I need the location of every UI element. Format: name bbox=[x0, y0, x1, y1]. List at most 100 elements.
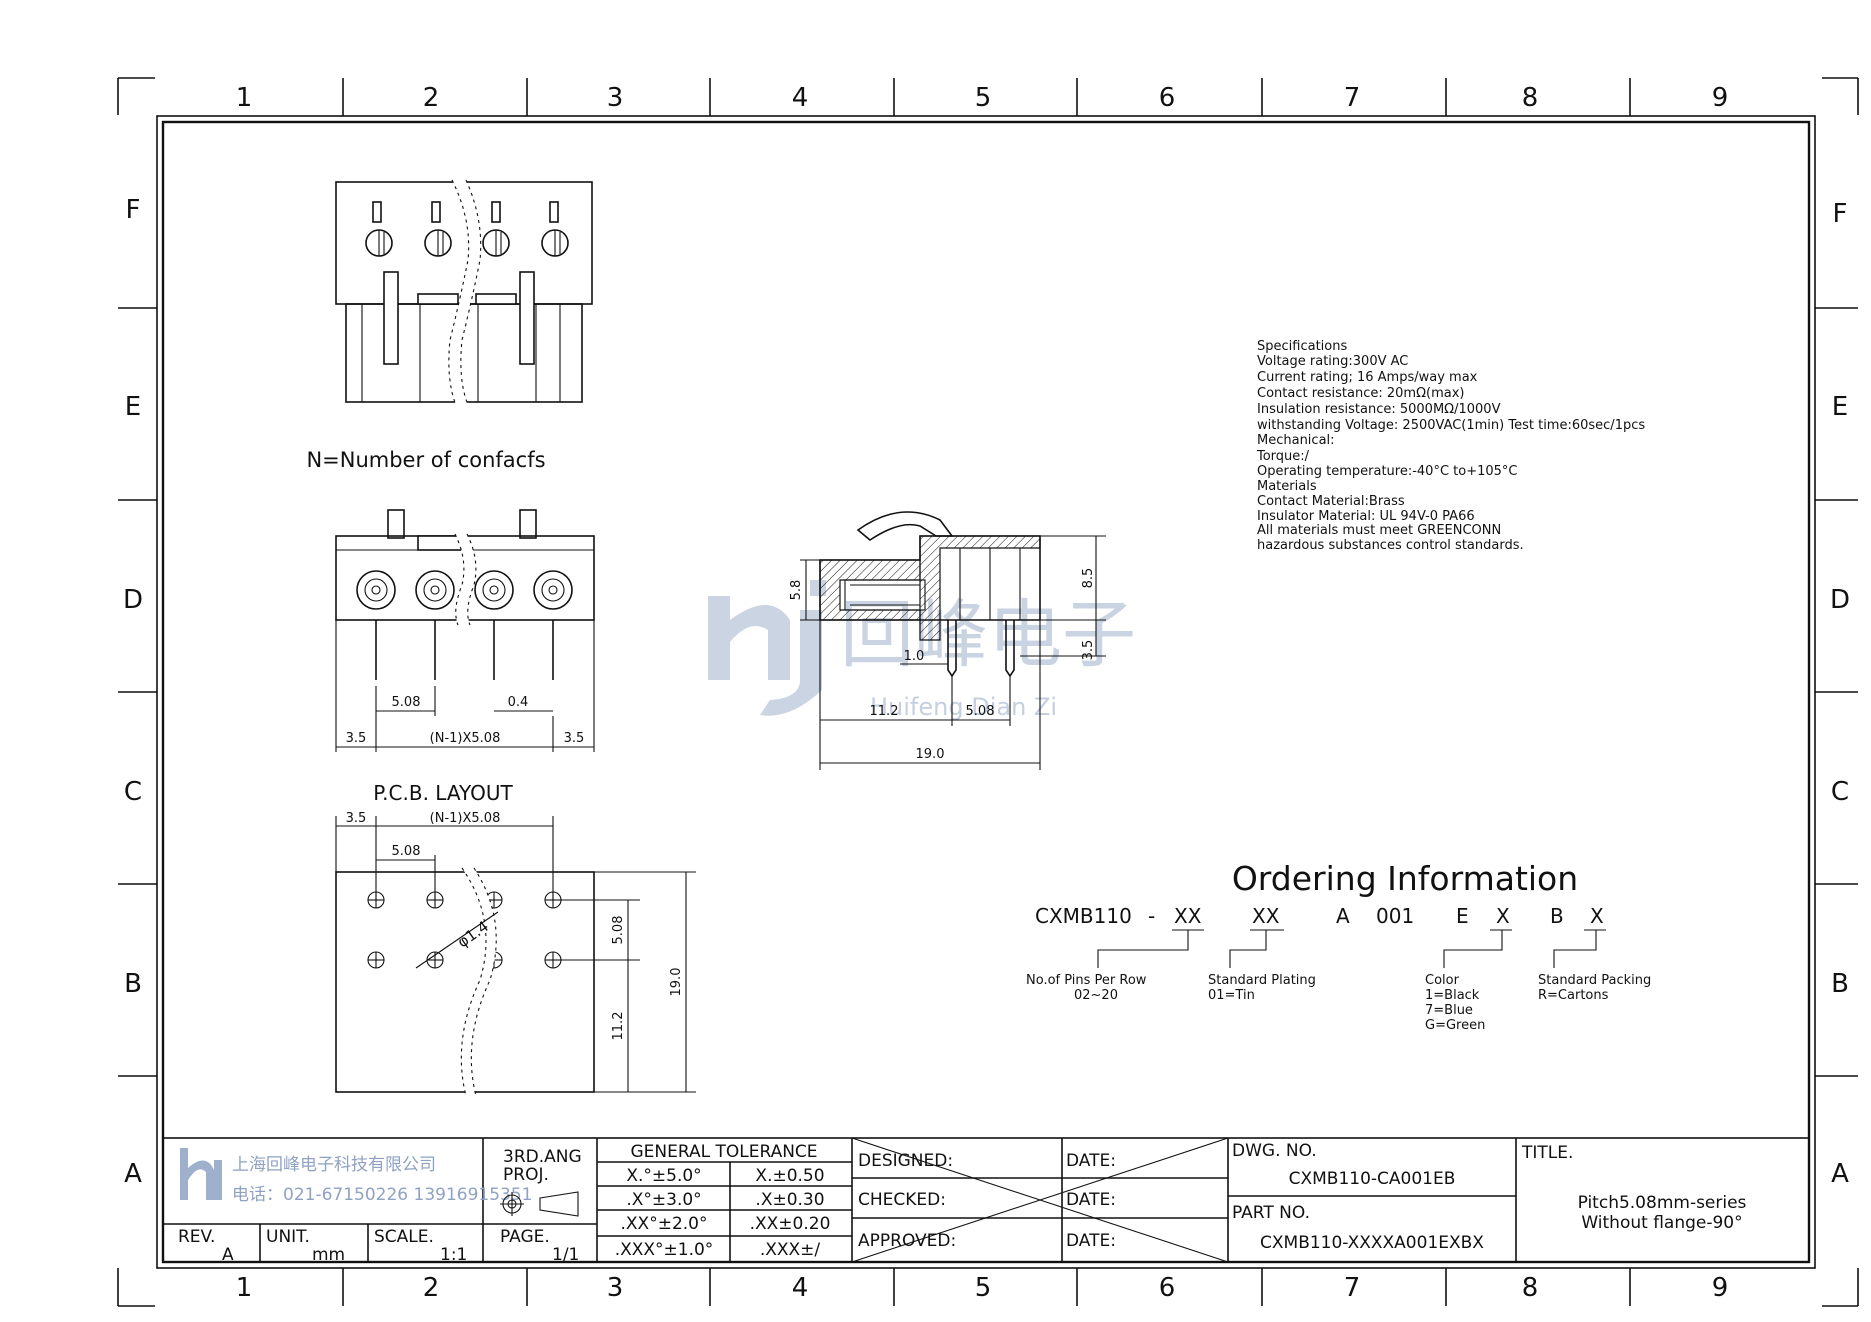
spec-line: hazardous substances control standards. bbox=[1257, 538, 1524, 553]
watermark-pinyin: Huifeng Dian Zi bbox=[870, 693, 1057, 721]
spec-line: Operating temperature:-40°C to+105°C bbox=[1257, 464, 1518, 479]
company-logo bbox=[180, 1148, 222, 1200]
rev-label: REV. bbox=[178, 1227, 215, 1247]
order-label-color-green: G=Green bbox=[1425, 1018, 1485, 1033]
col-label: 9 bbox=[1712, 83, 1729, 113]
dim-d2: 5.08 bbox=[966, 704, 995, 719]
row-label: D bbox=[123, 585, 143, 615]
terminal-hole bbox=[415, 570, 455, 610]
terminal-center bbox=[371, 585, 381, 595]
checked-date-label: DATE: bbox=[1066, 1190, 1116, 1210]
row-label: A bbox=[124, 1159, 142, 1189]
contacts-note: N=Number of confacfs bbox=[306, 448, 545, 472]
col-label: 3 bbox=[607, 1273, 624, 1303]
pcb-dim-edge: 3.5 bbox=[346, 811, 367, 826]
terminal-center bbox=[430, 585, 440, 595]
checked-label: CHECKED: bbox=[858, 1190, 946, 1210]
tolerance-linear-1: .X±0.30 bbox=[755, 1190, 824, 1210]
page-label: PAGE. bbox=[500, 1227, 550, 1247]
order-code-e: E bbox=[1456, 904, 1469, 928]
unit-label: UNIT. bbox=[266, 1227, 310, 1247]
col-label: 8 bbox=[1522, 83, 1539, 113]
dim-edge-left: 3.5 bbox=[346, 731, 367, 746]
tolerance-linear-3: .XXX±/ bbox=[760, 1240, 821, 1260]
spec-line: Insulation resistance: 5000MΩ/1000V bbox=[1257, 402, 1501, 417]
row-label: B bbox=[124, 969, 142, 999]
part-no-value: CXMB110-XXXXA001EXBX bbox=[1260, 1233, 1484, 1253]
tolerance-linear-2: .XX±0.20 bbox=[750, 1214, 831, 1234]
terminal-screw bbox=[541, 578, 565, 602]
title-block: 上海回峰电子科技有限公司 电话：021-67150226 13916915351… bbox=[162, 1137, 1810, 1265]
dwg-no-value: CXMB110-CA001EB bbox=[1289, 1169, 1456, 1189]
terminal-hole bbox=[533, 570, 573, 610]
row-label: D bbox=[1830, 585, 1850, 615]
pcb-dim-span: (N-1)X5.08 bbox=[430, 811, 501, 826]
title-label: TITLE. bbox=[1521, 1143, 1573, 1163]
title-line-1: Pitch5.08mm-series bbox=[1578, 1193, 1747, 1213]
order-label-color-black: 1=Black bbox=[1425, 988, 1480, 1003]
spec-line: Insulator Material: UL 94V-0 PA66 bbox=[1257, 509, 1475, 524]
dim-h1: 5.8 bbox=[789, 580, 804, 601]
side-view: 5.08 0.4 3.5 (N-1)X5.08 3.5 bbox=[335, 509, 595, 752]
terminal-screw bbox=[423, 578, 447, 602]
terminal-screw bbox=[364, 578, 388, 602]
row-label: C bbox=[124, 777, 142, 807]
spec-line: Contact Material:Brass bbox=[1257, 494, 1405, 509]
dim-pin: 1.0 bbox=[904, 649, 925, 664]
drawing-frame bbox=[117, 77, 1859, 1307]
rev-value: A bbox=[222, 1245, 234, 1265]
terminal-screw bbox=[482, 578, 506, 602]
order-label-packing: Standard Packing bbox=[1538, 973, 1651, 988]
specifications-block: Specifications Voltage rating:300V AC Cu… bbox=[1256, 339, 1645, 553]
pcb-layout: P.C.B. LAYOUT 3.5 (N-1)X5.08 5.08 φ1.4 5… bbox=[335, 781, 696, 1097]
spec-line: Materials bbox=[1257, 479, 1317, 494]
order-label-packing-cartons: R=Cartons bbox=[1538, 988, 1609, 1003]
row-label: E bbox=[1832, 392, 1848, 422]
col-label: 2 bbox=[423, 1273, 440, 1303]
col-label: 9 bbox=[1712, 1273, 1729, 1303]
projection-label-2: PROJ. bbox=[503, 1165, 549, 1185]
terminal-hole bbox=[356, 570, 396, 610]
tolerance-angle-0: X.°±5.0° bbox=[626, 1166, 701, 1186]
profile-view: 5.8 8.5 3.5 1.0 11.2 5.08 19.0 bbox=[789, 511, 1106, 770]
col-label: 5 bbox=[975, 83, 992, 113]
dwg-no-label: DWG. NO. bbox=[1232, 1141, 1317, 1161]
pcb-dim-pitch: 5.08 bbox=[392, 844, 421, 859]
pcb-total: 19.0 bbox=[669, 968, 684, 997]
tolerance-title: GENERAL TOLERANCE bbox=[630, 1142, 817, 1162]
order-code-001: 001 bbox=[1376, 904, 1414, 928]
designed-date-label: DATE: bbox=[1066, 1151, 1116, 1171]
dim-h2: 8.5 bbox=[1081, 568, 1096, 589]
tolerance-linear-0: X.±0.50 bbox=[755, 1166, 824, 1186]
spec-line: Current rating; 16 Amps/way max bbox=[1257, 370, 1478, 385]
order-label-color-blue: 7=Blue bbox=[1425, 1003, 1473, 1018]
col-label: 6 bbox=[1159, 83, 1176, 113]
grid-labels: 1 2 3 4 5 6 7 8 9 1 2 3 4 5 6 7 8 9 F E … bbox=[123, 83, 1850, 1303]
row-label: C bbox=[1831, 777, 1849, 807]
row-label: B bbox=[1831, 969, 1849, 999]
spec-line: Contact resistance: 20mΩ(max) bbox=[1257, 386, 1465, 401]
spec-line: Specifications bbox=[1257, 339, 1347, 354]
company-phone: 电话：021-67150226 13916915351 bbox=[232, 1185, 533, 1205]
order-label-color: Color bbox=[1425, 973, 1460, 988]
ordering-title: Ordering Information bbox=[1232, 859, 1578, 898]
order-code-plating: XX bbox=[1252, 904, 1280, 928]
company-name: 上海回峰电子科技有限公司 bbox=[232, 1155, 436, 1175]
order-code-a: A bbox=[1336, 904, 1350, 928]
terminal-center bbox=[489, 585, 499, 595]
dim-span: (N-1)X5.08 bbox=[430, 731, 501, 746]
col-label: 7 bbox=[1344, 1273, 1361, 1303]
col-label: 5 bbox=[975, 1273, 992, 1303]
dim-h3: 3.5 bbox=[1081, 640, 1096, 661]
scale-label: SCALE. bbox=[374, 1227, 434, 1247]
approved-date-label: DATE: bbox=[1066, 1231, 1116, 1251]
order-code-base: CXMB110 bbox=[1035, 904, 1132, 928]
spec-line: Mechanical: bbox=[1257, 433, 1335, 448]
part-no-label: PART NO. bbox=[1232, 1203, 1310, 1223]
col-label: 2 bbox=[423, 83, 440, 113]
col-label: 6 bbox=[1159, 1273, 1176, 1303]
tolerance-angle-2: .XX°±2.0° bbox=[621, 1214, 708, 1234]
order-label-plating: Standard Plating bbox=[1208, 973, 1316, 988]
ordering-information: Ordering Information CXMB110 - XX XX A 0… bbox=[1026, 859, 1651, 1033]
